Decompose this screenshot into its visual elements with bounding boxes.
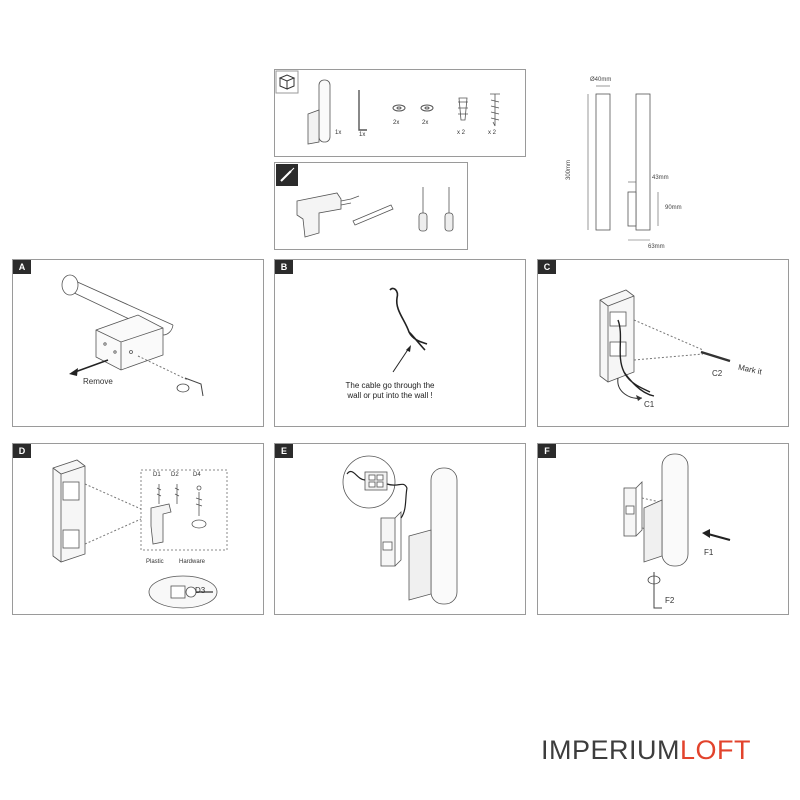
step-a-remove-label: Remove [83,377,113,386]
qty-screw: x 2 [488,130,497,136]
cable-icon [389,287,428,351]
magnify-icon [148,575,218,609]
screw-icon [490,93,500,127]
lamp-part-icon [643,453,689,567]
step-d-drawing [52,459,228,609]
pencil-icon [700,350,731,363]
step-c-tag: C [538,260,556,274]
step-a-panel: A Remove [12,259,264,427]
lamp-part-icon [408,467,458,605]
wall-plug-icon [458,97,468,121]
remove-arrow [74,359,109,373]
imperiumloft-logo: IMPERIUMLOFT [541,735,751,766]
pencil-icon [352,204,394,226]
dim-height: 300mm [566,159,572,180]
step-d-panel: D D1 D2 D4 Plastic Hardware D3 [12,443,264,615]
magnify-icon [342,455,408,509]
step-d-d4-label: D4 [193,472,201,478]
step-d-hardware-label: Hardware [179,559,206,565]
step-d-d1-label: D1 [153,472,161,478]
washer-icon [392,104,406,112]
step-f-f1-label: F1 [704,548,714,557]
screwdriver-flat-icon [418,187,428,232]
parts-drawing [275,70,500,145]
step-b-caption-line1: The cable go through the [345,381,435,390]
cable-icon [617,319,655,397]
qty-washer-2: 2x [422,120,429,126]
pointer-arrow [392,347,410,373]
step-d-tag: D [13,444,31,458]
step-e-panel: E [274,443,526,615]
step-e-tag: E [275,444,293,458]
tools-drawing [276,164,454,238]
allen-key-icon [176,377,204,397]
parts-panel: 1x 1x 2x 2x x 2 x 2 [274,69,526,157]
step-b-caption: The cable go through the wall or put int… [335,381,445,401]
step-c-panel: C C2 Mark it C1 [537,259,789,427]
qty-lamp: 1x [335,130,342,136]
qty-wall-plug: x 2 [457,130,466,136]
allen-key-icon [647,572,662,609]
logo-part-1: IMPERIUM [541,735,680,765]
lamp-part-icon [307,79,331,145]
step-f-tag: F [538,444,556,458]
screwdriver-cross-icon [444,187,454,232]
step-a-tag: A [13,260,31,274]
step-e-drawing [342,455,458,605]
step-f-panel: F F1 F2 [537,443,789,615]
screwdriver-header-icon [276,164,298,186]
dim-bracket-height: 43mm [652,175,669,181]
step-f-f2-label: F2 [665,596,675,605]
step-c-c1-label: C1 [644,400,655,409]
step-f-drawing [623,453,731,609]
drill-icon [296,192,360,238]
qty-washer-1: 2x [393,120,400,126]
dimension-drawing [587,85,659,241]
step-d-plastic-label: Plastic [146,559,164,565]
step-a-drawing [61,274,204,397]
washer-icon [420,104,434,112]
qty-allen-key: 1x [359,132,366,138]
step-d-d2-label: D2 [171,472,179,478]
allen-key-icon [358,90,367,131]
package-icon [275,70,299,94]
dim-diameter: Ø40mm [590,77,612,83]
step-c-c2-label: C2 [712,369,723,378]
tools-panel [274,162,468,250]
dim-bracket-length: 90mm [665,205,682,211]
step-d-d3-label: D3 [195,586,206,595]
logo-part-2: LOFT [680,735,752,765]
push-arrow [707,532,731,542]
step-b-tag: B [275,260,293,274]
step-b-panel: B The cable go through the wall or put i… [274,259,526,427]
step-b-drawing [389,287,428,373]
step-b-caption-line2: wall or put into the wall ! [347,391,433,400]
step-c-drawing [599,289,731,401]
dim-depth: 63mm [648,244,665,250]
